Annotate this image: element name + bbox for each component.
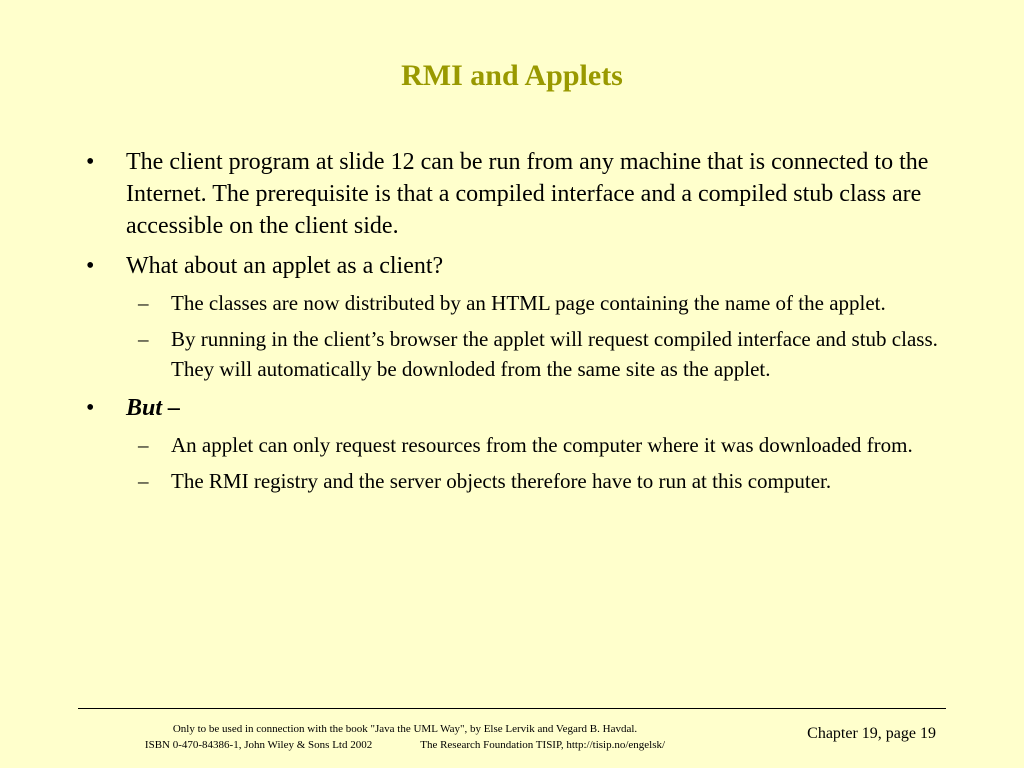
sub-bullet-list: – An applet can only request resources f… <box>126 430 946 496</box>
footer-foundation: The Research Foundation TISIP, http://ti… <box>420 739 666 751</box>
bullet-marker: • <box>86 395 95 421</box>
bullet-item: • The client program at slide 12 can be … <box>86 146 946 242</box>
footer-isbn: ISBN 0-470-84386-1, John Wiley & Sons Lt… <box>144 739 373 751</box>
sub-bullet-text: By running in the client’s browser the a… <box>171 327 938 381</box>
sub-bullet-item: – An applet can only request resources f… <box>126 430 946 460</box>
sub-bullet-item: – By running in the client’s browser the… <box>126 324 946 384</box>
bullet-text: But – <box>126 395 180 421</box>
footer-credits: Only to be used in connection with the b… <box>80 721 730 753</box>
sub-bullet-text: The classes are now distributed by an HT… <box>171 291 886 315</box>
bullet-text: The client program at slide 12 can be ru… <box>126 149 929 239</box>
bullet-item: • What about an applet as a client? – Th… <box>86 250 946 384</box>
bullet-emphasis: But – <box>126 395 181 421</box>
bullet-list: • The client program at slide 12 can be … <box>86 146 946 504</box>
sub-bullet-marker: – <box>138 433 149 457</box>
sub-bullet-marker: – <box>138 469 149 493</box>
bullet-marker: • <box>86 253 95 279</box>
sub-bullet-marker: – <box>138 327 149 351</box>
slide-title: RMI and Applets <box>401 59 623 92</box>
sub-bullet-text: An applet can only request resources fro… <box>171 433 913 457</box>
sub-bullet-item: – The classes are now distributed by an … <box>126 288 946 318</box>
sub-bullet-item: – The RMI registry and the server object… <box>126 466 946 496</box>
sub-bullet-marker: – <box>138 291 149 315</box>
footer-divider <box>78 708 946 709</box>
footer-credit-line-1: Only to be used in connection with the b… <box>172 723 638 735</box>
bullet-text: What about an applet as a client? <box>126 253 444 279</box>
sub-bullet-text: The RMI registry and the server objects … <box>171 469 832 493</box>
footer-credit-line-2: ISBN 0-470-84386-1, John Wiley & Sons Lt… <box>80 737 730 753</box>
page-number: Chapter 19, page 19 <box>807 725 936 742</box>
sub-bullet-list: – The classes are now distributed by an … <box>126 288 946 384</box>
bullet-marker: • <box>86 149 95 175</box>
bullet-item: • But – – An applet can only request res… <box>86 392 946 496</box>
